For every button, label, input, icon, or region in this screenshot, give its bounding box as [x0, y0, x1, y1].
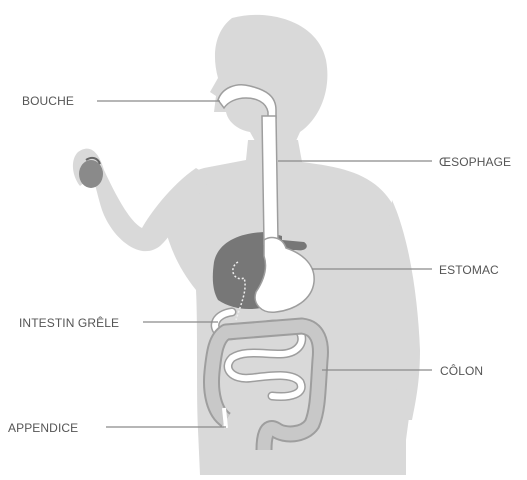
label-colon: CÔLON [440, 364, 483, 378]
label-small-intestine: INTESTIN GRÊLE [19, 316, 119, 330]
appendix [224, 408, 226, 428]
label-appendix: APPENDICE [8, 421, 78, 435]
label-mouth: BOUCHE [22, 94, 74, 108]
label-stomach: ESTOMAC [439, 263, 499, 277]
label-esophagus: ŒSOPHAGE [439, 155, 511, 169]
